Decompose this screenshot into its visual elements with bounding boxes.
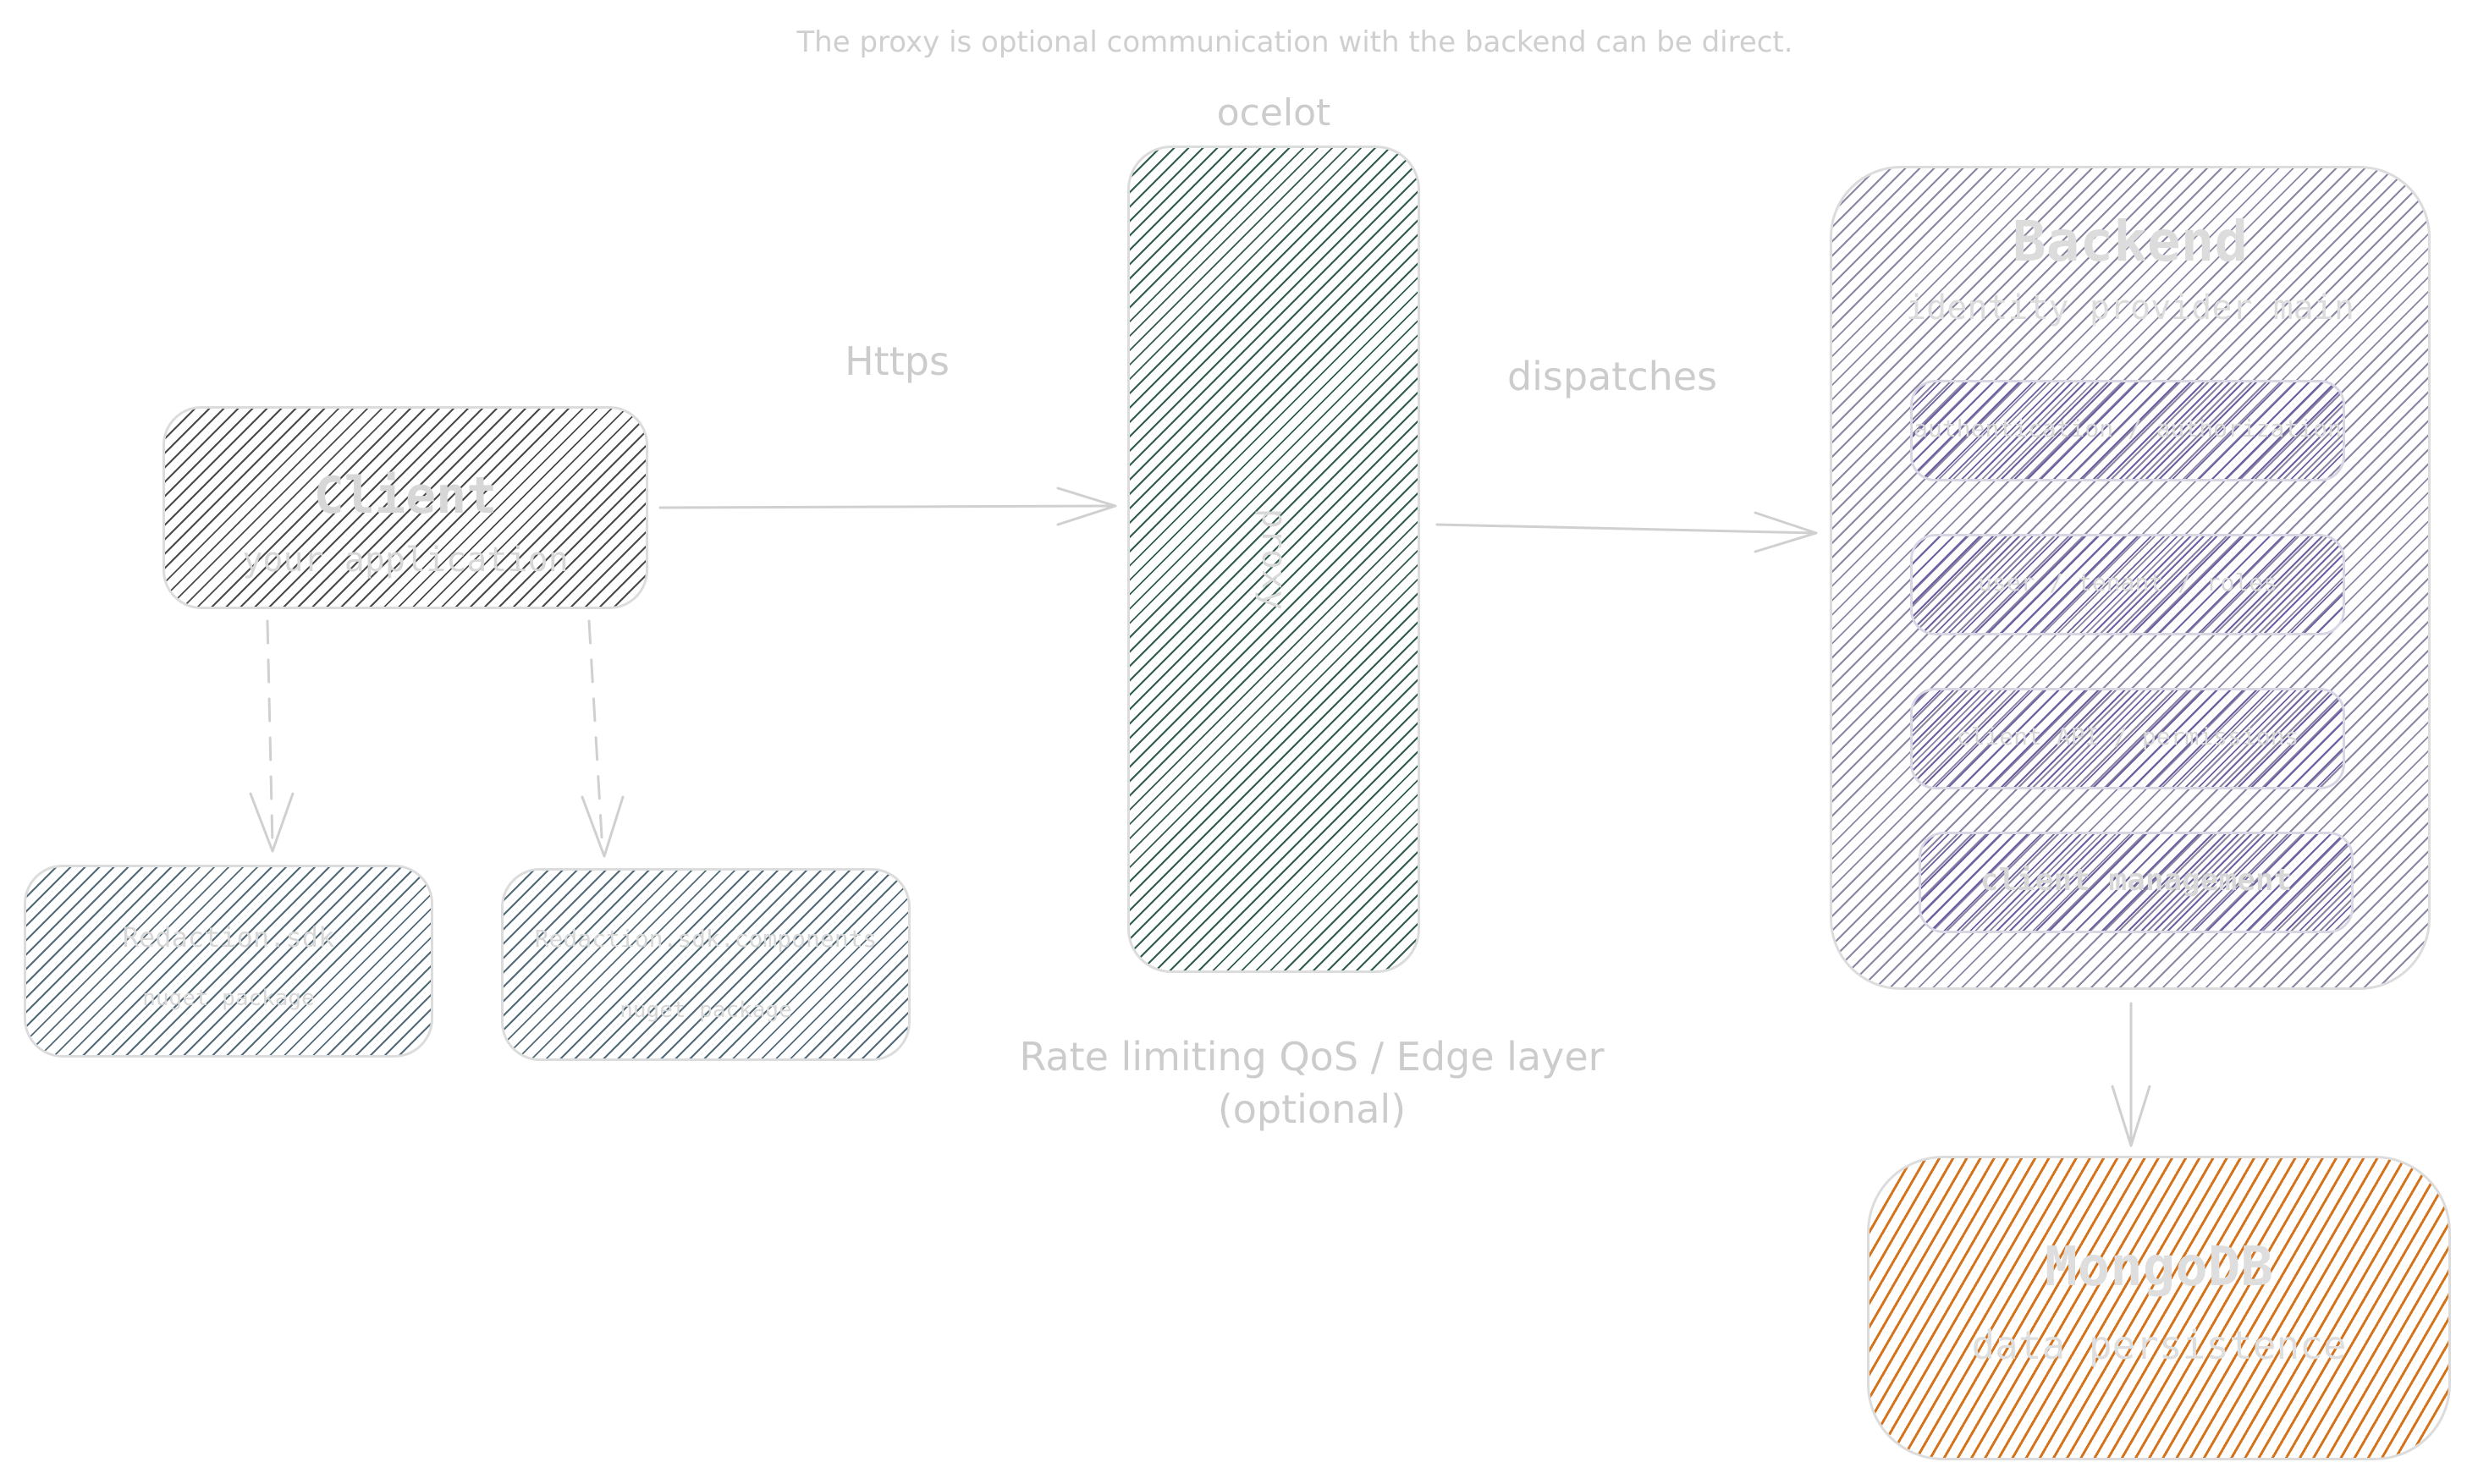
proxy-optional-note: The proxy is optional communication with… (796, 25, 1793, 59)
proxy-box[interactable]: proxy (1127, 146, 1420, 973)
mongodb-box[interactable]: MongoDB data persistence (1867, 1156, 2451, 1460)
https-label: Https (845, 338, 950, 384)
client-title: Client (313, 466, 498, 525)
sdk-title: Redaction.sdk (122, 921, 335, 954)
sdk-components-title: Redaction.sdk.components (534, 925, 878, 953)
sdk-subtitle: nuget package (142, 986, 315, 1011)
backend-module-client-api[interactable]: client API / permissions (1910, 688, 2345, 789)
mongodb-title: MongoDB (2045, 1236, 2273, 1299)
backend-module-client-management-label: client management (1980, 863, 2293, 898)
backend-title: Backend (2012, 209, 2249, 274)
client-to-sdk-arrowhead (249, 792, 295, 853)
backend-to-mongodb-arrowhead (2111, 1085, 2151, 1147)
ocelot-label: ocelot (1216, 91, 1331, 135)
proxy-label: proxy (1254, 508, 1293, 611)
client-box[interactable]: Client your application (162, 406, 648, 609)
client-to-proxy-arrowhead (1056, 486, 1117, 526)
sdk-box[interactable]: Redaction.sdk nuget package (24, 865, 433, 1058)
backend-module-users[interactable]: user / tenant / roles (1910, 534, 2345, 635)
backend-module-client-api-label: client API / permissions (1956, 723, 2299, 750)
client-to-sdk-components-arrowhead (581, 795, 625, 858)
mongodb-subtitle: data persistence (1971, 1322, 2347, 1368)
edge-layer-label: Rate limiting QoS / Edge layer (optional… (973, 1031, 1650, 1135)
backend-box[interactable]: Backend identity provider main authentic… (1830, 166, 2431, 990)
backend-module-client-management[interactable]: client management (1919, 832, 2354, 933)
client-to-proxy-arrow (658, 504, 1115, 509)
edge-layer-line2: (optional) (1217, 1086, 1407, 1132)
backend-module-auth-label: authentication / authorization (1914, 415, 2342, 442)
sdk-components-subtitle: nuget package (620, 998, 792, 1023)
client-to-sdk-arrow (266, 619, 274, 848)
backend-module-auth[interactable]: authentication / authorization (1910, 380, 2345, 481)
proxy-to-backend-arrowhead (1754, 511, 1818, 553)
sdk-components-box[interactable]: Redaction.sdk.components nuget package (501, 868, 911, 1061)
edge-layer-line1: Rate limiting QoS / Edge layer (1019, 1034, 1605, 1080)
client-to-sdk-components-arrow (587, 619, 604, 853)
backend-subtitle: identity provider main (1906, 289, 2354, 327)
proxy-to-backend-arrow (1435, 523, 1816, 535)
dispatches-label: dispatches (1506, 354, 1718, 399)
backend-module-users-label: user / tenant / roles (1977, 569, 2277, 596)
client-subtitle: your application (242, 541, 569, 580)
